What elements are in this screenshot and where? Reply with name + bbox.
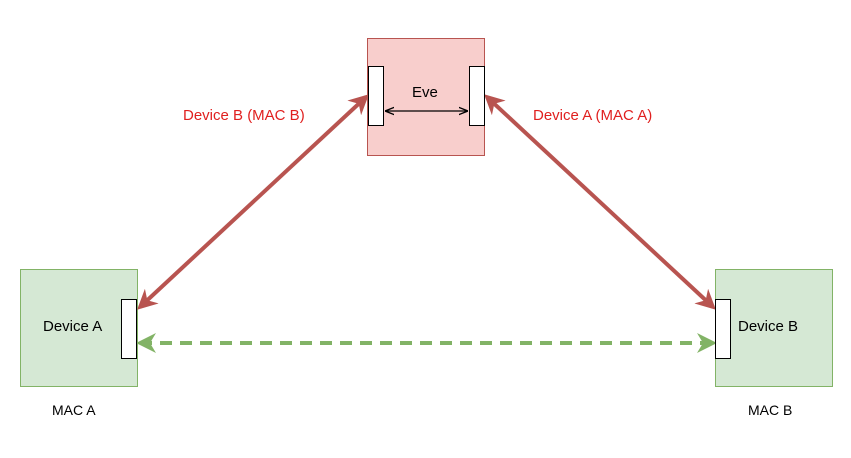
eve-left-interface [368, 66, 384, 126]
eve-node [367, 38, 485, 156]
mac-b-label: MAC B [748, 402, 793, 418]
device-b-label: Device B [738, 318, 799, 335]
eve-to-device-a-arrow [137, 94, 369, 310]
device-b-node [715, 269, 833, 387]
device-a-node [20, 269, 138, 387]
device-b-interface [715, 299, 731, 359]
spoofed-identity-label-left: Device B (MAC B) [183, 107, 305, 124]
device-a-interface [121, 299, 137, 359]
spoofed-identity-label-right: Device A (MAC A) [533, 107, 653, 124]
mac-a-label: MAC A [52, 402, 96, 418]
eve-right-interface [469, 66, 485, 126]
eve-label: Eve [412, 84, 438, 101]
device-a-label: Device A [43, 318, 103, 335]
eve-to-device-b-arrow [484, 94, 716, 310]
